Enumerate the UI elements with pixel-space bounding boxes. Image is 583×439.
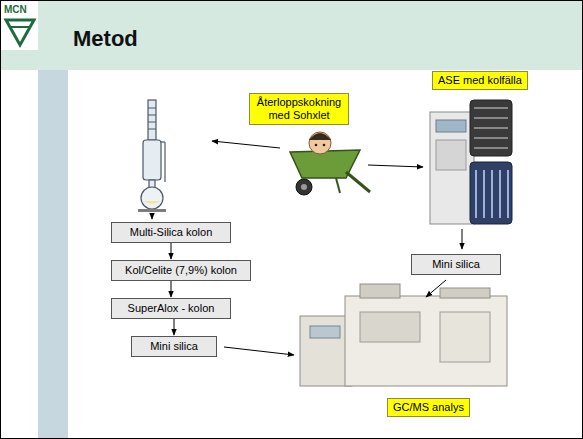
logo-ground [0,0,38,50]
node-text: Mini silica [419,258,493,271]
process-box: Mini silica [131,336,217,357]
node-text: SuperAlox - kolon [119,302,223,315]
node-text: Kol/Celite (7,9%) kolon [119,264,243,277]
node-text: ASE med kolfälla [438,74,522,87]
node-text: GC/MS analys [393,401,464,414]
method-label: Återloppskokning med Sohxlet [249,93,349,125]
process-box: Kol/Celite (7,9%) kolon [111,260,251,281]
logo-text: MCN [4,4,27,15]
process-box: Mini silica [411,254,501,275]
ase-instrument [430,100,512,224]
header-band [0,0,583,70]
flow-arrow [152,141,462,355]
method-label: ASE med kolfälla [432,71,528,90]
node-text: Mini silica [139,340,209,353]
wheelbarrow-icon [290,132,370,195]
process-box: SuperAlox - kolon [111,298,231,319]
slide-title: Metod [73,26,138,52]
side-band [38,70,68,439]
gcms-instrument [300,284,507,386]
soxhlet-apparatus [138,100,166,212]
process-box: Multi-Silica kolon [111,222,231,243]
flow-arrow [174,319,175,335]
method-label: GC/MS analys [387,398,470,417]
flow-arrow [171,243,172,259]
logo-symbol [6,20,34,45]
node-text: Multi-Silica kolon [119,226,223,239]
flow-arrow [171,281,172,297]
node-text: Återloppskokning med Sohxlet [255,96,343,122]
